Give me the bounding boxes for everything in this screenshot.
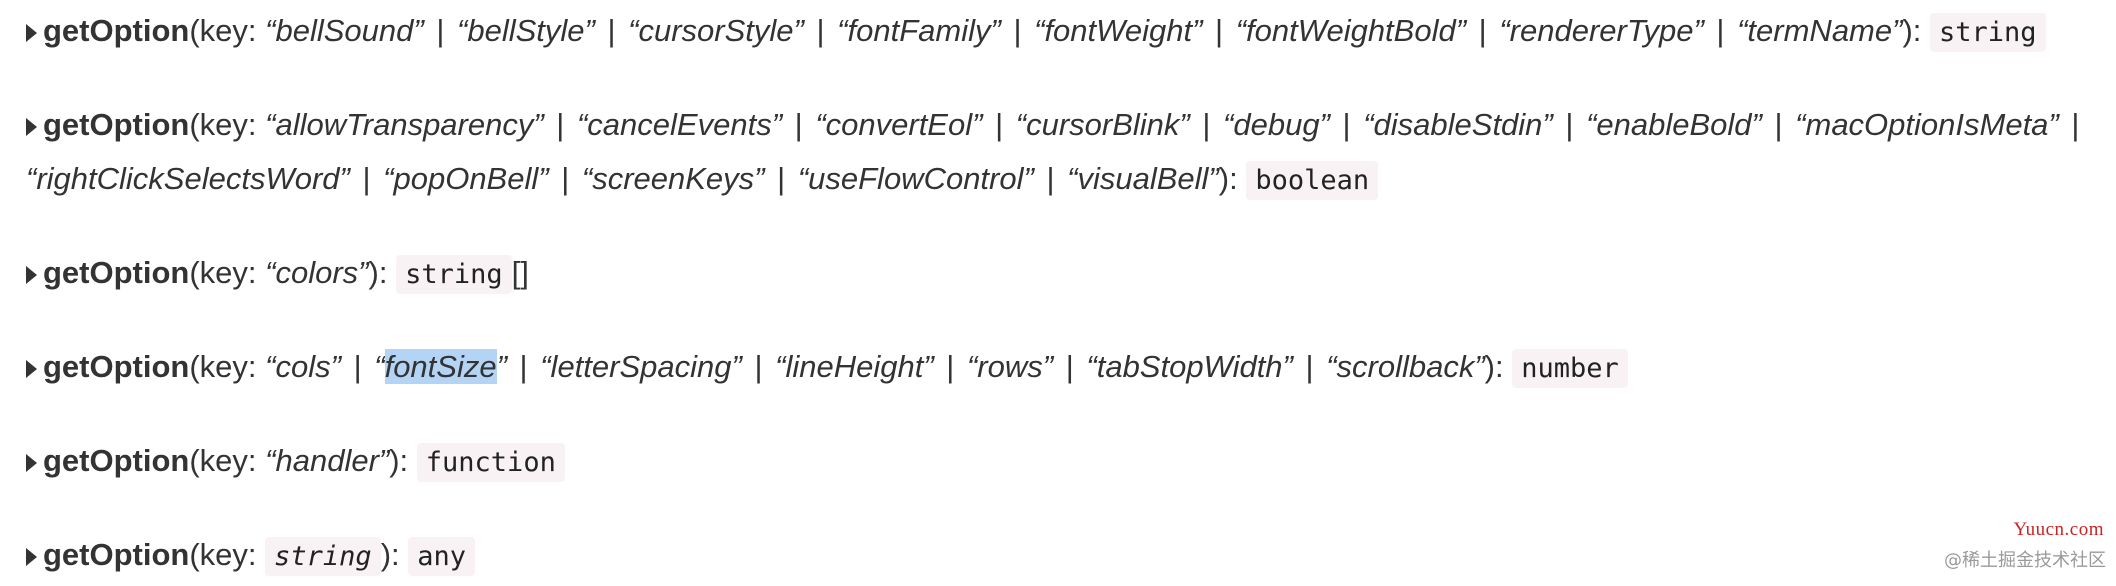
key-literal: “fontWeightBold” bbox=[1235, 13, 1467, 48]
key-literal: “cursorBlink” bbox=[1015, 107, 1190, 142]
union-separator: | bbox=[1342, 107, 1351, 142]
union-separator: | bbox=[754, 349, 763, 384]
function-name[interactable]: getOption bbox=[43, 537, 190, 572]
parameter-label: (key: bbox=[189, 107, 266, 142]
signature-close: ): bbox=[1218, 161, 1247, 196]
signature-entry: getOption(key: “handler”): function bbox=[26, 434, 2096, 490]
key-literal: “fontSize” bbox=[374, 349, 507, 384]
selected-text: fontSize bbox=[384, 349, 497, 384]
parameter-label: (key: bbox=[189, 255, 266, 290]
key-literal: “macOptionIsMeta” bbox=[1795, 107, 2059, 142]
signature-entry: getOption(key: “colors”): string[] bbox=[26, 246, 2096, 302]
expand-arrow-icon[interactable] bbox=[26, 548, 37, 566]
parameter-label: (key: bbox=[189, 13, 266, 48]
expand-arrow-icon[interactable] bbox=[26, 360, 37, 378]
union-separator: | bbox=[1202, 107, 1211, 142]
return-type-code: number bbox=[1512, 349, 1628, 388]
union-separator: | bbox=[561, 161, 570, 196]
union-separator: | bbox=[816, 13, 825, 48]
key-literal: “handler” bbox=[265, 443, 390, 478]
union-separator: | bbox=[794, 107, 803, 142]
expand-arrow-icon[interactable] bbox=[26, 118, 37, 136]
key-literal: “cancelEvents” bbox=[576, 107, 783, 142]
function-name[interactable]: getOption bbox=[43, 443, 190, 478]
signature-close: ): bbox=[389, 443, 417, 478]
signature-close: ): bbox=[1484, 349, 1513, 384]
union-separator: | bbox=[1305, 349, 1314, 384]
key-literal: “rendererType” bbox=[1499, 13, 1704, 48]
key-literal: “rows” bbox=[966, 349, 1054, 384]
key-literal: “allowTransparency” bbox=[265, 107, 544, 142]
signature-entry: getOption(key: “bellSound” | “bellStyle”… bbox=[26, 4, 2096, 60]
key-literal: “visualBell” bbox=[1067, 161, 1219, 196]
key-literal: “popOnBell” bbox=[383, 161, 549, 196]
key-literal: “bellStyle” bbox=[457, 13, 595, 48]
union-separator: | bbox=[353, 349, 362, 384]
union-separator: | bbox=[946, 349, 955, 384]
union-separator: | bbox=[1478, 13, 1487, 48]
key-literal: “convertEol” bbox=[815, 107, 983, 142]
return-type-code: function bbox=[416, 443, 565, 482]
signature-entry: getOption(key: “cols” | “fontSize” | “le… bbox=[26, 340, 2096, 396]
key-type-code: string bbox=[265, 537, 381, 576]
function-name[interactable]: getOption bbox=[43, 13, 190, 48]
union-separator: | bbox=[777, 161, 786, 196]
union-separator: | bbox=[362, 161, 371, 196]
key-literal: “useFlowControl” bbox=[797, 161, 1034, 196]
union-separator: | bbox=[1046, 161, 1055, 196]
key-literal: “debug” bbox=[1223, 107, 1330, 142]
function-name[interactable]: getOption bbox=[43, 349, 190, 384]
key-literal: “screenKeys” bbox=[581, 161, 765, 196]
parameter-label: (key: bbox=[189, 349, 266, 384]
signature-close: ): bbox=[380, 537, 409, 572]
union-separator: | bbox=[1013, 13, 1022, 48]
watermark-credit: @稀土掘金技术社区 bbox=[1944, 550, 2106, 571]
key-literal: “rightClickSelectsWord” bbox=[26, 161, 350, 196]
return-type-suffix: [] bbox=[511, 255, 529, 290]
function-name[interactable]: getOption bbox=[43, 107, 190, 142]
expand-arrow-icon[interactable] bbox=[26, 266, 37, 284]
key-literal: “tabStopWidth” bbox=[1086, 349, 1293, 384]
signature-entry: getOption(key: “allowTransparency” | “ca… bbox=[26, 98, 2096, 208]
union-separator: | bbox=[995, 107, 1004, 142]
key-literal: “letterSpacing” bbox=[540, 349, 742, 384]
signature-close: ): bbox=[1902, 13, 1931, 48]
function-name[interactable]: getOption bbox=[43, 255, 190, 290]
key-literal: “cols” bbox=[265, 349, 341, 384]
key-literal: “lineHeight” bbox=[775, 349, 934, 384]
watermark-site: Yuucn.com bbox=[2013, 519, 2104, 540]
union-separator: | bbox=[1065, 349, 1074, 384]
key-literal: “fontWeight” bbox=[1034, 13, 1203, 48]
key-literal: “termName” bbox=[1737, 13, 1903, 48]
key-literal: “bellSound” bbox=[265, 13, 424, 48]
union-separator: | bbox=[556, 107, 565, 142]
union-separator: | bbox=[1774, 107, 1783, 142]
key-literal: “disableStdin” bbox=[1363, 107, 1553, 142]
expand-arrow-icon[interactable] bbox=[26, 454, 37, 472]
return-type-code: boolean bbox=[1246, 161, 1379, 200]
union-separator: | bbox=[1565, 107, 1574, 142]
union-separator: | bbox=[519, 349, 528, 384]
key-literal: “fontFamily” bbox=[837, 13, 1001, 48]
union-separator: | bbox=[436, 13, 445, 48]
union-separator: | bbox=[607, 13, 616, 48]
expand-arrow-icon[interactable] bbox=[26, 24, 37, 42]
return-type-code: string bbox=[1930, 13, 2046, 52]
parameter-label: (key: bbox=[189, 537, 266, 572]
key-literal: “colors” bbox=[265, 255, 369, 290]
key-literal: “enableBold” bbox=[1586, 107, 1762, 142]
union-separator: | bbox=[1716, 13, 1725, 48]
union-separator: | bbox=[2071, 107, 2080, 142]
return-type-code: any bbox=[408, 537, 476, 576]
return-type-code: string bbox=[396, 255, 512, 294]
union-separator: | bbox=[1215, 13, 1224, 48]
signature-close: ): bbox=[368, 255, 397, 290]
parameter-label: (key: bbox=[189, 443, 266, 478]
key-literal: “cursorStyle” bbox=[628, 13, 804, 48]
key-literal: “scrollback” bbox=[1326, 349, 1485, 384]
signature-entry: getOption(key: string): any bbox=[26, 528, 2096, 584]
